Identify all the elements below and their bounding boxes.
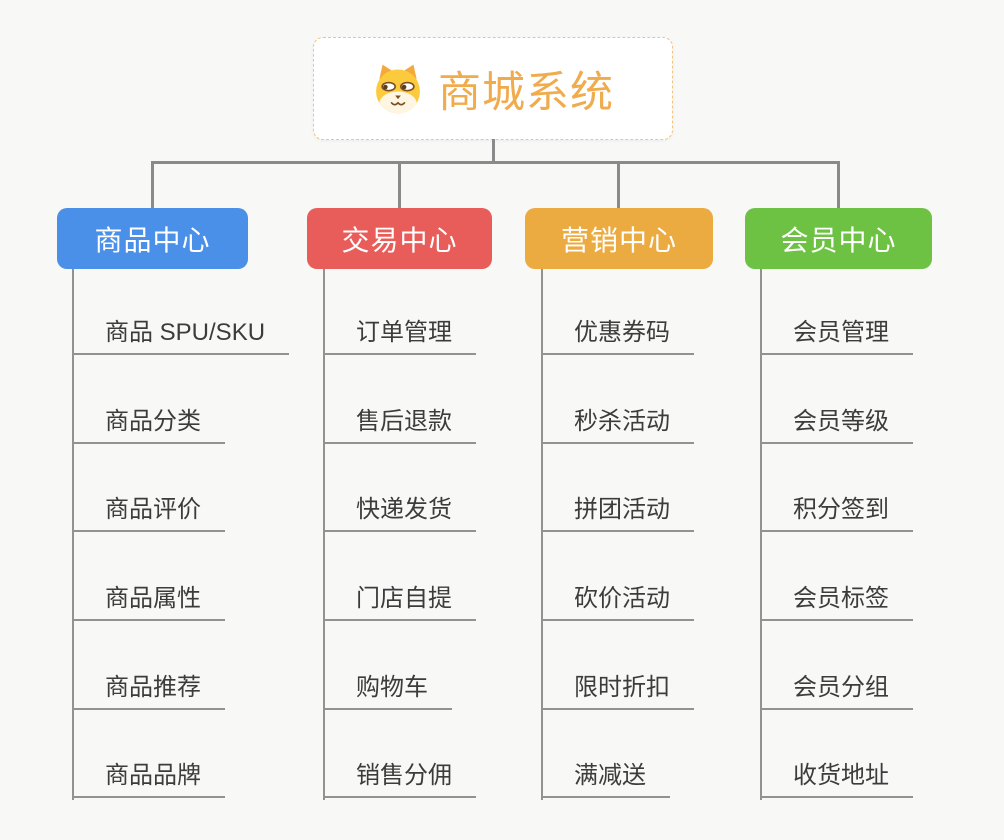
leaf-node-member-management[interactable]: 会员管理 [760, 321, 913, 355]
connector-bus [151, 161, 840, 164]
leaf-node-member-group[interactable]: 会员分组 [760, 676, 913, 710]
root-node-label: 商城系统 [438, 68, 614, 117]
leaf-node-shipping-address[interactable]: 收货地址 [760, 764, 913, 798]
leaf-node-shopping-cart[interactable]: 购物车 [323, 676, 452, 710]
leaf-node-points-checkin[interactable]: 积分签到 [760, 498, 913, 532]
connector-spine-marketing [541, 269, 543, 800]
connector-spine-members [760, 269, 762, 800]
connector-spine-trade [323, 269, 325, 800]
connector-stub-members [837, 161, 840, 209]
connector-stub-products [151, 161, 154, 209]
leaf-node-express-shipping[interactable]: 快递发货 [323, 498, 476, 532]
leaf-node-product-category[interactable]: 商品分类 [72, 410, 225, 444]
branch-node-product-center[interactable]: 商品中心 [57, 208, 248, 269]
leaf-node-store-pickup[interactable]: 门店自提 [323, 587, 476, 621]
leaf-node-product-review[interactable]: 商品评价 [72, 498, 225, 532]
root-node-mall-system[interactable]: 商城系统 [313, 37, 673, 140]
leaf-node-group-buy[interactable]: 拼团活动 [541, 498, 694, 532]
connector-stub-trade [398, 161, 401, 209]
connector-stub-marketing [617, 161, 620, 209]
leaf-node-flash-sale[interactable]: 秒杀活动 [541, 410, 694, 444]
dog-face-icon [376, 64, 420, 113]
branch-node-member-center[interactable]: 会员中心 [745, 208, 932, 269]
connector-root-drop [492, 139, 495, 163]
leaf-node-product-attribute[interactable]: 商品属性 [72, 587, 225, 621]
leaf-node-after-sales-refund[interactable]: 售后退款 [323, 410, 476, 444]
leaf-node-coupon-code[interactable]: 优惠券码 [541, 321, 694, 355]
leaf-node-member-level[interactable]: 会员等级 [760, 410, 913, 444]
leaf-node-product-spu-sku[interactable]: 商品 SPU/SKU [72, 321, 290, 355]
leaf-node-limited-time-discount[interactable]: 限时折扣 [541, 676, 694, 710]
leaf-node-sales-commission[interactable]: 销售分佣 [323, 764, 476, 798]
leaf-node-spend-and-save[interactable]: 满减送 [541, 764, 670, 798]
leaf-node-product-recommend[interactable]: 商品推荐 [72, 676, 225, 710]
leaf-node-bargain-activity[interactable]: 砍价活动 [541, 587, 694, 621]
branch-node-marketing-center[interactable]: 营销中心 [525, 208, 713, 269]
leaf-node-order-management[interactable]: 订单管理 [323, 321, 476, 355]
connector-spine-products [72, 269, 74, 800]
leaf-node-product-brand[interactable]: 商品品牌 [72, 764, 225, 798]
leaf-node-member-tag[interactable]: 会员标签 [760, 587, 913, 621]
branch-node-trade-center[interactable]: 交易中心 [307, 208, 492, 269]
